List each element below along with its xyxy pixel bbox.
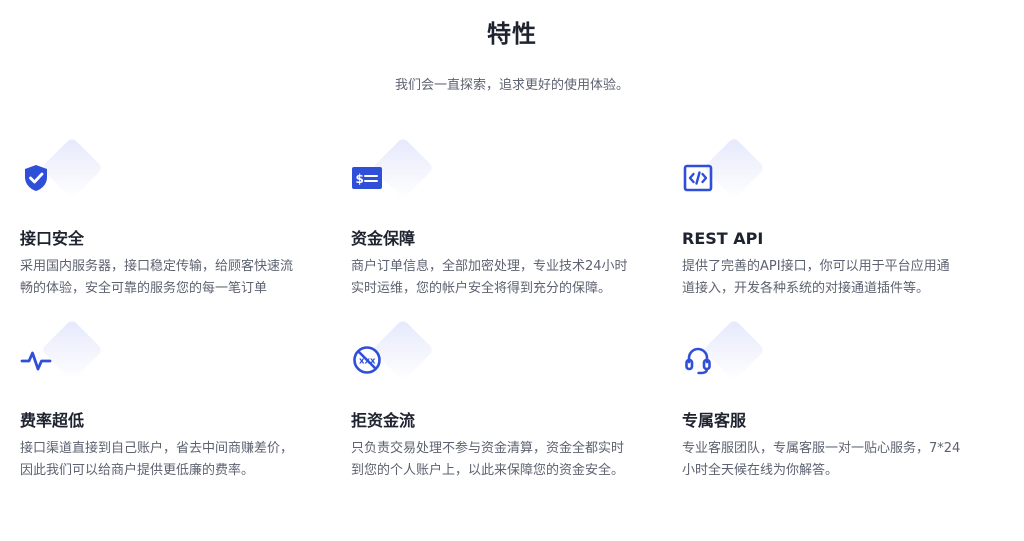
feature-description: 只负责交易处理不参与资金清算，资金全都实时 到您的个人账户上，以此来保障您的资金… — [351, 438, 656, 482]
feature-description: 采用国内服务器，接口稳定传输，给顾客快速流 畅的体验，安全可靠的服务您的每一笔订… — [20, 256, 325, 300]
feature-description: 商户订单信息，全部加密处理，专业技术24小时 实时运维，您的帐户安全将得到充分的… — [351, 256, 656, 300]
feature-title: 拒资金流 — [351, 411, 416, 430]
feature-description-line: 专业客服团队，专属客服一对一贴心服务，7*24 — [682, 441, 961, 456]
feature-description-line: 商户订单信息，全部加密处理，专业技术24小时 — [351, 259, 628, 274]
feature-card-security: 接口安全 采用国内服务器，接口稳定传输，给顾客快速流 畅的体验，安全可靠的服务您… — [20, 136, 325, 300]
code-icon — [682, 162, 714, 194]
feature-card-low-rate: 费率超低 接口渠道直接到自己账户，省去中间商赚差价， 因此我们可以给商户提供更低… — [20, 318, 325, 482]
svg-text:$: $ — [356, 172, 364, 186]
feature-description: 专业客服团队，专属客服一对一贴心服务，7*24 小时全天候在线为你解答。 — [682, 438, 987, 482]
feature-card-no-funds-flow: xxx 拒资金流 只负责交易处理不参与资金清算，资金全都实时 到您的个人账户上，… — [351, 318, 656, 482]
feature-description-line: 采用国内服务器，接口稳定传输，给顾客快速流 — [20, 259, 294, 274]
feature-description-line: 道接入，开发各种系统的对接通道插件等。 — [682, 281, 930, 296]
feature-card-rest-api: REST API 提供了完善的API接口，你可以用于平台应用通 道接入，开发各种… — [682, 136, 987, 300]
pulse-icon — [20, 344, 52, 376]
feature-description-line: 提供了完善的API接口，你可以用于平台应用通 — [682, 259, 950, 274]
feature-icon-wrap — [20, 136, 104, 210]
card-icon: $ — [351, 162, 383, 194]
feature-description: 接口渠道直接到自己账户，省去中间商赚差价， 因此我们可以给商户提供更低廉的费率。 — [20, 438, 325, 482]
feature-description: 提供了完善的API接口，你可以用于平台应用通 道接入，开发各种系统的对接通道插件… — [682, 256, 987, 300]
feature-description-line: 实时运维，您的帐户安全将得到充分的保障。 — [351, 281, 612, 296]
feature-title: 资金保障 — [351, 229, 416, 248]
feature-icon-wrap — [20, 318, 104, 392]
feature-title: 接口安全 — [20, 229, 85, 248]
feature-description-line: 畅的体验，安全可靠的服务您的每一笔订单 — [20, 281, 268, 296]
page-title: 特性 — [487, 20, 537, 48]
headset-icon — [682, 344, 714, 376]
feature-description-line: 因此我们可以给商户提供更低廉的费率。 — [20, 463, 255, 478]
feature-description-line: 到您的个人账户上，以此来保障您的资金安全。 — [351, 463, 625, 478]
page-subtitle: 我们会一直探索，追求更好的使用体验。 — [394, 78, 629, 93]
feature-description-line: 接口渠道直接到自己账户，省去中间商赚差价， — [20, 441, 294, 456]
no-xxx-icon: xxx — [351, 344, 383, 376]
feature-description-line: 小时全天候在线为你解答。 — [682, 463, 839, 478]
feature-icon-wrap: $ — [351, 136, 435, 210]
feature-title: 专属客服 — [682, 411, 747, 430]
feature-card-funds: $ 资金保障 商户订单信息，全部加密处理，专业技术24小时 实时运维，您的帐户安… — [351, 136, 656, 300]
feature-icon-wrap: xxx — [351, 318, 435, 392]
feature-icon-wrap — [682, 318, 766, 392]
feature-title: REST API — [682, 229, 764, 248]
svg-text:xxx: xxx — [359, 357, 376, 367]
feature-card-customer-service: 专属客服 专业客服团队，专属客服一对一贴心服务，7*24 小时全天候在线为你解答… — [682, 318, 987, 482]
feature-icon-wrap — [682, 136, 766, 210]
shield-check-icon — [20, 162, 52, 194]
feature-title: 费率超低 — [20, 411, 85, 430]
feature-description-line: 只负责交易处理不参与资金清算，资金全都实时 — [351, 441, 625, 456]
